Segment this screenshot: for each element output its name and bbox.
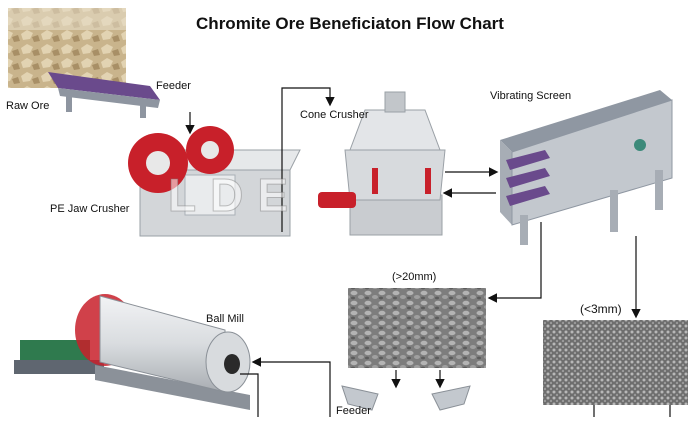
coarse-gravel-image <box>348 288 486 368</box>
label-cone-crusher: Cone Crusher <box>300 109 369 121</box>
line-return <box>240 373 259 417</box>
label-feeder-bottom: Feeder <box>336 405 371 417</box>
arrow-feeder-to-ball-mill <box>251 357 331 417</box>
chart-title: Chromite Ore Beneficiaton Flow Chart <box>196 14 504 33</box>
cone-crusher-machine <box>318 91 446 236</box>
feeder-machine-top <box>48 72 160 118</box>
vibrating-screen-machine <box>500 90 673 245</box>
label-feeder-top: Feeder <box>156 80 191 92</box>
label-vibrating-screen: Vibrating Screen <box>490 90 572 102</box>
jaw-crusher-machine <box>128 126 301 237</box>
label-raw-ore: Raw Ore <box>6 100 50 112</box>
label-ball-mill: Ball Mill <box>206 313 244 325</box>
label-jaw-crusher: PE Jaw Crusher <box>50 203 130 215</box>
label-size-coarse: (>20mm) <box>392 271 437 283</box>
brand-watermark: LDE <box>168 169 302 222</box>
label-size-fine: (<3mm) <box>580 302 622 316</box>
feeder-machine-bottom <box>341 385 471 411</box>
flow-arrows <box>185 87 671 417</box>
arrow-jaw-to-cone <box>281 87 335 232</box>
arrow-screen-to-coarse <box>487 222 542 303</box>
fine-gravel-image <box>543 320 688 405</box>
ball-mill-machine <box>14 294 251 410</box>
